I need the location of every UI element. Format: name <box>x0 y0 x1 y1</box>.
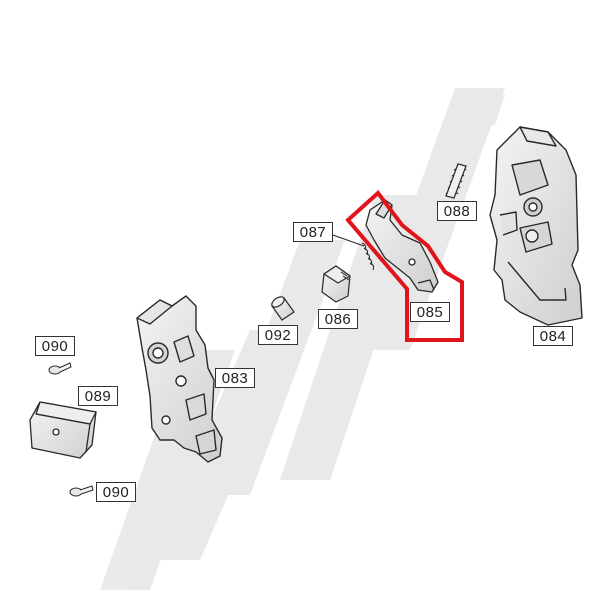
part-label-084: 084 <box>533 326 573 346</box>
part-083-frame <box>136 295 223 463</box>
part-085-lever <box>365 199 439 293</box>
part-089-pad <box>29 401 97 459</box>
part-label-086: 086 <box>318 309 358 329</box>
part-label-083: 083 <box>215 368 255 388</box>
highlight-outline-085 <box>345 190 464 342</box>
part-label-090-upper: 090 <box>35 336 75 356</box>
part-090-screw-lower <box>69 485 94 497</box>
part-092-pin <box>271 296 295 321</box>
part-086-block <box>321 265 351 303</box>
part-label-092: 092 <box>258 325 298 345</box>
part-088-spring <box>445 163 467 199</box>
part-084-housing <box>489 126 583 326</box>
part-090-screw-upper <box>48 362 72 375</box>
part-label-088: 088 <box>437 201 477 221</box>
part-label-089: 089 <box>78 386 118 406</box>
part-label-087: 087 <box>293 222 333 242</box>
part-label-090-lower: 090 <box>96 482 136 502</box>
part-label-085: 085 <box>410 302 450 322</box>
part-087-spring <box>329 233 375 271</box>
